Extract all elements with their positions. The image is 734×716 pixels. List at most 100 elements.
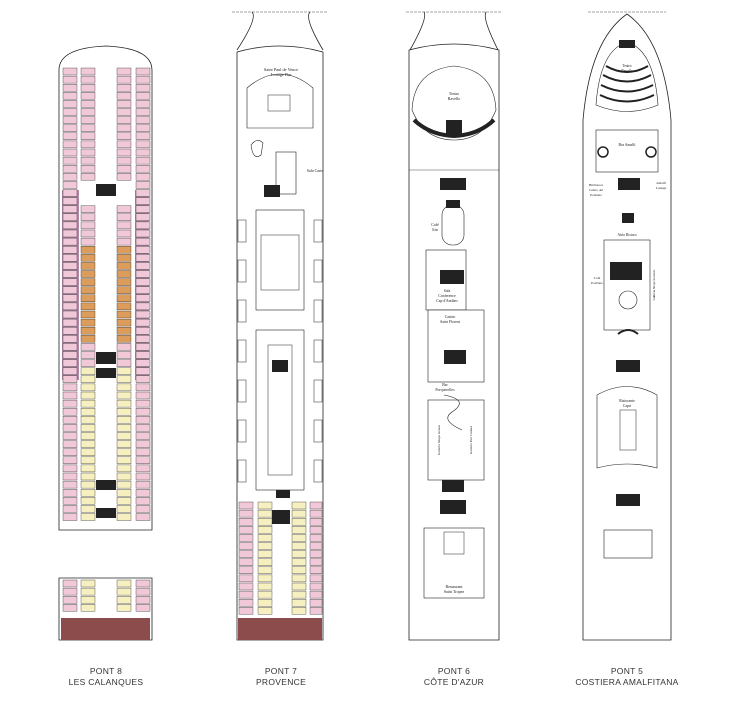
cabin [62, 294, 78, 302]
cabin [116, 92, 132, 100]
cabin [309, 518, 323, 526]
cabin [62, 246, 78, 254]
stair-core [444, 350, 466, 364]
cabin [291, 582, 307, 591]
cabin [62, 205, 78, 213]
stair-core [440, 178, 466, 190]
stair-core [622, 213, 634, 223]
cabin [135, 399, 151, 408]
cabin [62, 497, 78, 505]
cabin [135, 108, 151, 116]
cabin [80, 383, 96, 392]
deck-plan-pont5[interactable]: Teatro Ravello Bar Amalfi Biblioteca Cen… [582, 11, 672, 641]
cabin [238, 582, 254, 591]
cabin [116, 213, 132, 221]
cabin [80, 165, 96, 173]
deck-plan-pont7[interactable]: Saint Paul de Vence Lounge Bar Sala Cart… [232, 11, 328, 641]
cabin [116, 140, 132, 149]
cabin [62, 579, 78, 588]
cabin [135, 335, 151, 343]
cabin [80, 286, 96, 294]
cabin [291, 590, 307, 599]
venue-resto-line2: Capri [623, 404, 631, 408]
stair-core [96, 352, 116, 364]
cabin [257, 590, 273, 599]
stair-core [446, 200, 460, 208]
deck-label-pont6[interactable]: PONT 6 CÔTE D'AZUR [394, 666, 514, 688]
cabin [135, 270, 151, 278]
cabin [80, 596, 96, 604]
cabin [80, 416, 96, 424]
stair-core [276, 490, 290, 498]
aft-suites [61, 618, 150, 640]
cabin [80, 229, 96, 238]
deck-label-pont5[interactable]: PONT 5 COSTIERA AMALFITANA [566, 666, 688, 688]
deck-plan-pont6[interactable]: Teatro Ravello Café Itin Sala Conference… [406, 11, 502, 641]
cabin [80, 254, 96, 262]
cabin [291, 566, 307, 574]
cabin [80, 432, 96, 440]
cabin [135, 391, 151, 400]
deck-label-pont7[interactable]: PONT 7 PROVENCE [231, 666, 331, 688]
cabin [62, 399, 78, 408]
cabin [257, 574, 273, 583]
cabin [80, 294, 96, 302]
cabin [135, 424, 151, 432]
lifeboats-port [237, 219, 247, 483]
cabin [62, 375, 78, 383]
cabin [80, 156, 96, 165]
cabin [62, 489, 78, 497]
cabin [135, 302, 151, 311]
stair-core [442, 480, 464, 492]
cabin [62, 480, 78, 489]
cabin [62, 383, 78, 392]
deck-number: PONT 8 [89, 666, 123, 676]
cabin [257, 582, 273, 591]
cabin [116, 262, 132, 270]
cabin [135, 116, 151, 124]
deck-label-pont8[interactable]: PONT 8 LES CALANQUES [56, 666, 156, 688]
venue-cafe-line2: Itin [432, 227, 438, 232]
cabin [116, 165, 132, 173]
cabin [62, 472, 78, 481]
cabin [80, 359, 96, 367]
cabin [116, 75, 132, 84]
cabin [80, 100, 96, 108]
venue-biblio-line3: Positano [590, 193, 602, 197]
deck-plan-pont8[interactable] [58, 45, 153, 641]
cabin [257, 566, 273, 574]
cabin [80, 579, 96, 588]
cabin [135, 246, 151, 254]
cabin [62, 197, 78, 205]
venue-cafe-line1: Café [431, 222, 439, 227]
cabin [80, 604, 96, 612]
venue-teatro-line1: Teatro [622, 64, 631, 68]
cabin [135, 456, 151, 464]
stair-core [96, 480, 116, 490]
deck-number: PONT 6 [437, 666, 471, 676]
cabin [62, 286, 78, 294]
cabin [62, 140, 78, 149]
cabin [116, 100, 132, 108]
cabin [62, 318, 78, 327]
cabin [238, 574, 254, 583]
cabin [80, 213, 96, 221]
cabin [116, 286, 132, 294]
venue-lounge-line2: Lounge Bar [271, 72, 292, 77]
stair-core [616, 360, 640, 372]
hull-outline [582, 13, 672, 641]
venue-cafe-line1: Cafè [594, 276, 601, 280]
cabin [135, 432, 151, 440]
theatre [411, 65, 497, 141]
lifeboats-stbd [313, 219, 323, 483]
cabin [135, 513, 151, 521]
cabin [62, 587, 78, 596]
cabin [135, 440, 151, 448]
cabin [116, 408, 132, 416]
cabin [80, 375, 96, 383]
cabin [238, 526, 254, 534]
cabin [62, 262, 78, 270]
cabin [62, 67, 78, 76]
cabin [80, 448, 96, 456]
